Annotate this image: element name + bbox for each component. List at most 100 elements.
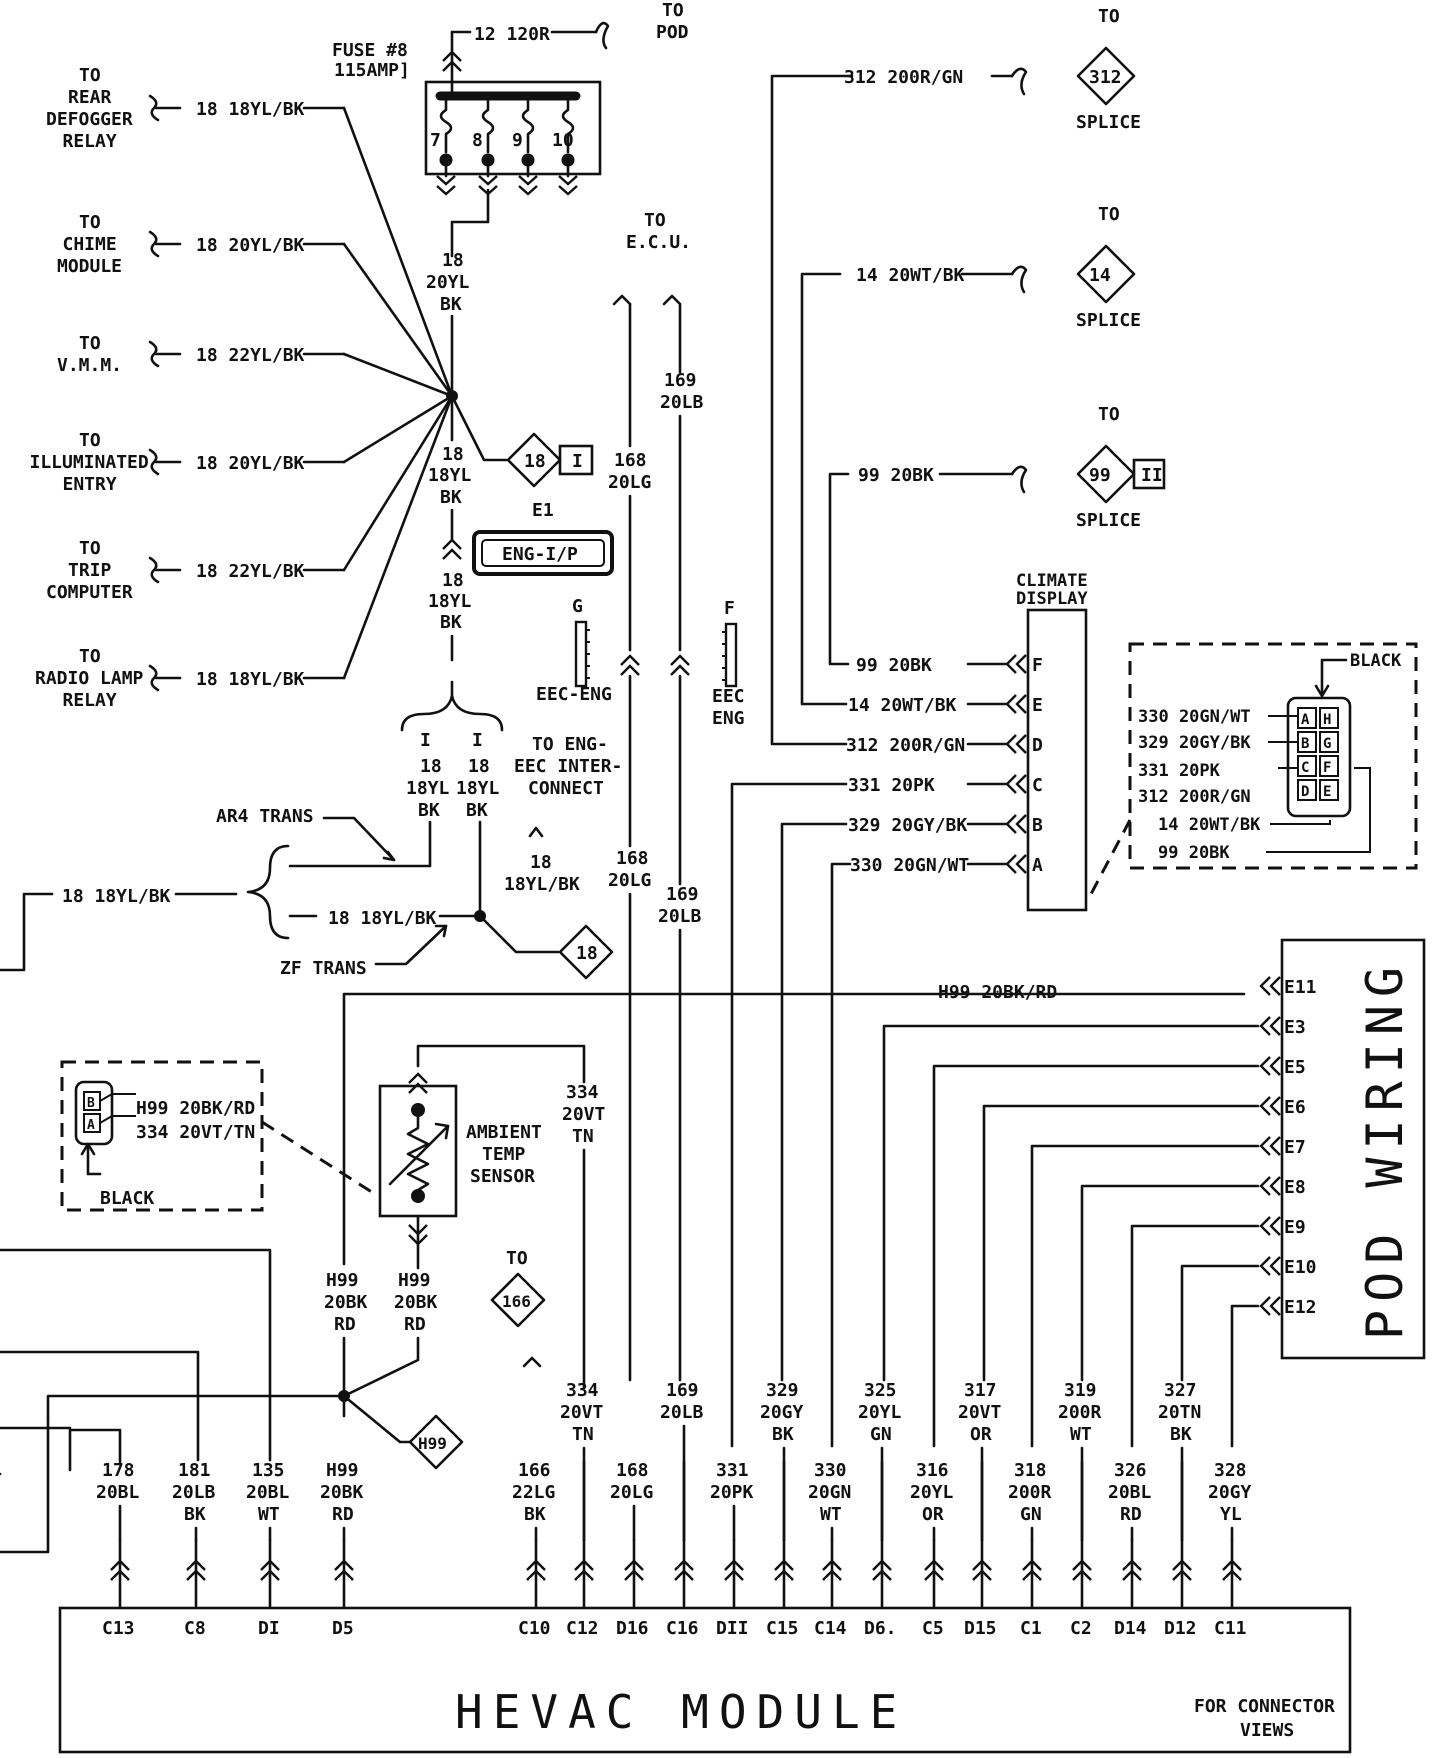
left-feed-1-dest-1: CHIME — [63, 234, 117, 255]
hevac-pin-C5-wire-0: 316 — [916, 1460, 949, 1481]
h99-left-3: RD — [334, 1314, 356, 1335]
climate-conn-wire-1: 329 20GY/BK — [1138, 733, 1251, 753]
ecu-169-lower-color: 20LB — [658, 906, 702, 927]
hevac-pin-C11-wire-0: 328 — [1214, 1460, 1247, 1481]
splice-right-2-dest: TO — [1098, 404, 1120, 425]
fuse-out-wire-3: BK — [440, 294, 462, 315]
hevac-pin-D1-wire-1: 20BL — [246, 1482, 290, 1503]
eec-g-label: EEC-ENG — [536, 684, 612, 705]
hevac-pin-D6: D6. — [864, 1460, 897, 1639]
ambient-temp-sensor: AMBIENT TEMP SENSOR 334 20VT TN — [378, 1044, 606, 1390]
left-feed-3-dest-1: ILLUMINATED — [30, 452, 149, 473]
hevac-pin-C5-wire-1: 20YL — [910, 1482, 954, 1503]
climate-connector-color: BLACK — [1350, 651, 1402, 671]
pod-pin-E9: E9 — [1259, 1216, 1306, 1238]
ecu-169-num: 169 — [664, 370, 697, 391]
eng-interconnect-2: EEC INTER- — [514, 756, 622, 777]
ecu-168-num: 168 — [614, 450, 647, 471]
left-feed-5-dest-2: RELAY — [63, 690, 117, 711]
left-feed-1-wire: 18 20YL/BK — [196, 235, 305, 256]
hevac-pin-D11-label: DII — [716, 1618, 749, 1639]
left-feed-5-dest-0: TO — [79, 646, 101, 667]
zf-wire: 18 18YL/BK — [328, 908, 437, 929]
pod-pin-E11-label: E11 — [1284, 977, 1317, 998]
hevac-pin-D5-wire-2: RD — [332, 1504, 354, 1525]
center-trunk: 18 18YL BK 18 18YL BK I 18 18YL BK I 18 … — [288, 394, 622, 918]
splice-right-2-number: 99 — [1089, 465, 1111, 486]
hevac-pin-C8-label: C8 — [184, 1618, 206, 1639]
sensor-connector-view: B A H99 20BK/RD 334 20VT/TN BLACK — [60, 1060, 379, 1212]
ecu-168-lower-color: 20LG — [608, 870, 651, 891]
fuse-terminal-8: 8 — [472, 130, 483, 151]
climate-pin-E-label: E — [1032, 695, 1043, 716]
center-wire-d-3: 18YL — [456, 778, 500, 799]
hevac-upper-D15-2: OR — [970, 1424, 992, 1445]
h99-left-2: 20BK — [324, 1292, 368, 1313]
splice-right-2-suffix: II — [1141, 465, 1163, 486]
fuse-top-dest-line2: POD — [656, 22, 689, 43]
climate-cavity-F: F — [1323, 760, 1331, 776]
hevac-pin-C14-wire-2: WT — [820, 1504, 842, 1525]
ecu-168-color: 20LG — [608, 472, 651, 493]
eng-interconnect-3: CONNECT — [528, 778, 604, 799]
hevac-pins: C1317820BLC818120LBBKDI13520BLWTD5H9920B… — [96, 1380, 1252, 1639]
hevac-pin-D5-wire-0: H99 — [326, 1460, 359, 1481]
splice-right-0-label: SPLICE — [1076, 112, 1141, 133]
left-feed-2: TOV.M.M.18 22YL/BK — [57, 333, 454, 398]
climate-conn-wire-4: 14 20WT/BK — [1158, 815, 1261, 835]
hevac-upper-C12-1: 20VT — [560, 1402, 604, 1423]
hevac-pin-D12: D12 — [1164, 1460, 1197, 1639]
hevac-pin-D15: D15 — [964, 1460, 997, 1639]
splice-18-upper-number: 18 — [524, 451, 546, 472]
hevac-pin-C10-label: C10 — [518, 1618, 551, 1639]
splice-18-upper: 18 I — [450, 394, 594, 488]
climate-pin-B-label: B — [1032, 815, 1043, 836]
pod-pin-E7-label: E7 — [1284, 1137, 1306, 1158]
hevac-pin-D5-wire-1: 20BK — [320, 1482, 364, 1503]
pod-pin-E9-label: E9 — [1284, 1217, 1306, 1238]
splice-right-2-label: SPLICE — [1076, 510, 1141, 531]
hevac-upper-D6-0: 325 — [864, 1380, 897, 1401]
short-wire-1: 18 — [530, 852, 552, 873]
pod-pin-E6: E6 — [1259, 1096, 1306, 1118]
left-feed-2-wire: 18 22YL/BK — [196, 345, 305, 366]
splice-right-0-number: 312 — [1089, 67, 1122, 88]
fuse-title-line2: 115AMP] — [334, 60, 410, 81]
left-feed-3-dest-0: TO — [79, 430, 101, 451]
left-feed-2-dest-1: V.M.M. — [57, 355, 122, 376]
hevac-pin-D11-wire-0: 331 — [716, 1460, 749, 1481]
pod-wiring-label: POD WIRING — [1356, 959, 1414, 1340]
splice-right-1-label: SPLICE — [1076, 310, 1141, 331]
hevac-title: HEVAC MODULE — [455, 1685, 907, 1739]
left-feed-0-dest-3: RELAY — [63, 131, 117, 152]
hevac-pin-D1-label: DI — [258, 1618, 280, 1639]
climate-cavity-A: A — [1301, 712, 1310, 728]
hevac-pin-D11-wire-1: 20PK — [710, 1482, 754, 1503]
pod-pin-E6-label: E6 — [1284, 1097, 1306, 1118]
hevac-pin-D14-wire-1: 20BL — [1108, 1482, 1152, 1503]
hevac-upper-D15-0: 317 — [964, 1380, 997, 1401]
hevac-pin-D16-wire-1: 20LG — [610, 1482, 653, 1503]
climate-pin-A-label: A — [1032, 855, 1043, 876]
hevac-pin-C12: C12 — [566, 1460, 599, 1639]
splice-right-1-wire: 14 20WT/BK — [856, 265, 965, 286]
climate-title-1: CLIMATE — [1016, 571, 1088, 591]
left-feed-0-wire: 18 18YL/BK — [196, 99, 305, 120]
climate-pin-F-wire: 99 20BK — [856, 655, 932, 676]
climate-pin-E: E14 20WT/BK — [848, 694, 1043, 716]
connector-e1-label: ENG-I/P — [502, 544, 578, 565]
hevac-upper-C16-0: 169 — [666, 1380, 699, 1401]
hevac-pin-C5-wire-2: OR — [922, 1504, 944, 1525]
hevac-upper-C12-0: 334 — [566, 1380, 599, 1401]
fuse-terminal-7: 7 — [430, 130, 441, 151]
hevac-upper-C16-1: 20LB — [660, 1402, 704, 1423]
climate-conn-wire-0: 330 20GN/WT — [1138, 707, 1251, 727]
hevac-pin-C1-wire-2: GN — [1020, 1504, 1042, 1525]
